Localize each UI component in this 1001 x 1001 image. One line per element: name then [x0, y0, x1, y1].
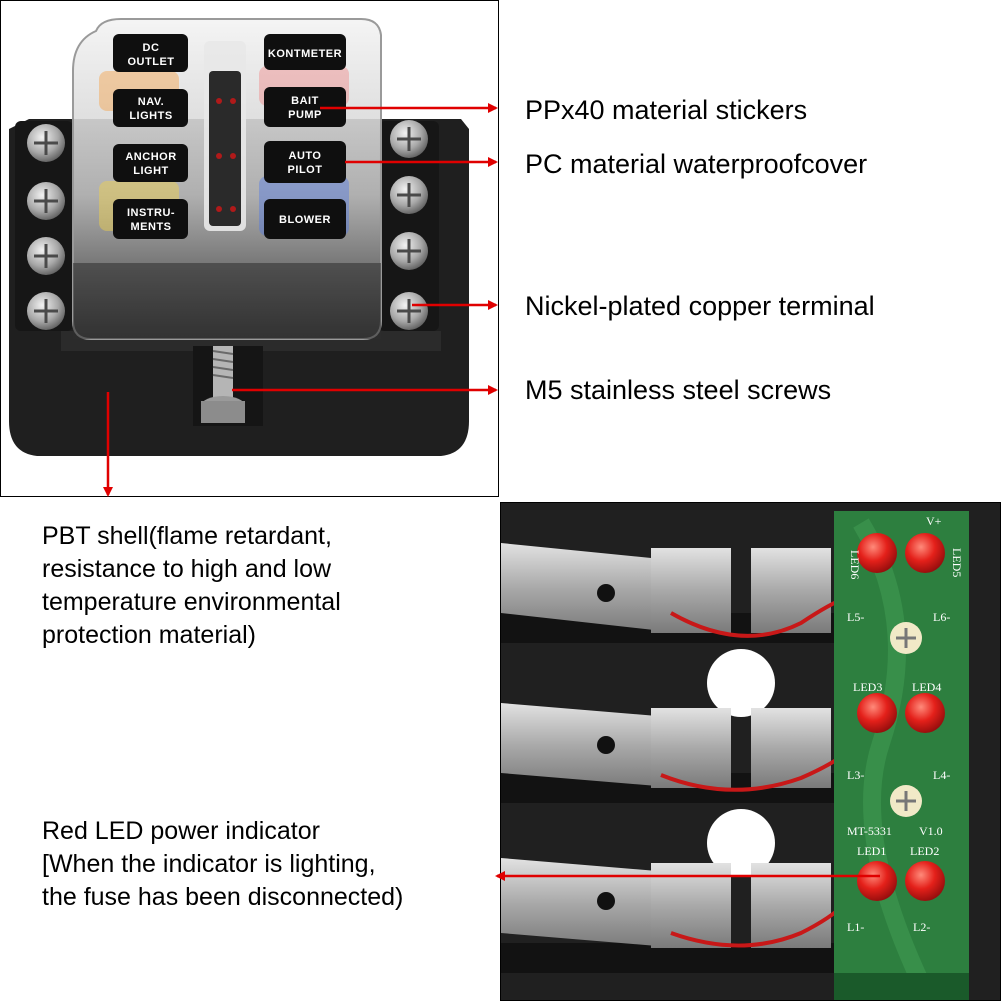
callout-shell-line4: protection material): [42, 621, 256, 649]
red-leds: [857, 533, 945, 901]
pcb-l3-tag: L3-: [847, 768, 864, 782]
callout-led: Red LED power indicator [When the indica…: [42, 815, 403, 914]
sticker-auto-pilot-line1: AUTO: [289, 150, 322, 162]
callout-shell: PBT shell(flame retardant, resistance to…: [42, 520, 341, 652]
pcb-model-label: MT-5331: [847, 824, 892, 838]
pcb-version-label: V1.0: [919, 824, 943, 838]
sticker-dc-outlet-line2: OUTLET: [128, 56, 175, 68]
pcb-l4-tag: L4-: [933, 768, 950, 782]
led-strip: [209, 71, 241, 226]
pcb-led1-tag: LED1: [857, 844, 886, 858]
led-pcb-illustration: V+ LED6 LED5 LED3 LED4 LED1 LED2 L5- L6-…: [501, 503, 1000, 1000]
led-pcb-photo: V+ LED6 LED5 LED3 LED4 LED1 LED2 L5- L6-…: [500, 502, 1001, 1001]
pcb-l2-tag: L2-: [913, 920, 930, 934]
fuse-box-photo: DC OUTLET NAV. LIGHTS ANCHOR LIGHT INSTR…: [0, 0, 499, 497]
sticker-nav-lights-line2: LIGHTS: [129, 110, 172, 122]
callout-stickers: PPx40 material stickers: [525, 95, 808, 125]
left-stickers: [113, 34, 188, 239]
callout-shell-line1: PBT shell(flame retardant,: [42, 522, 332, 550]
left-terminal-screws: [27, 124, 65, 330]
sticker-bait-pump-line1: BAIT: [291, 95, 319, 107]
sticker-kontmeter: KONTMETER: [268, 48, 342, 60]
sticker-blower: BLOWER: [279, 214, 331, 226]
pcb-led5-tag: LED5: [950, 548, 964, 577]
callout-shell-line3: temperature environmental: [42, 588, 341, 616]
pcb-led4-tag: LED4: [912, 680, 941, 694]
sticker-dc-outlet-line1: DC: [143, 42, 160, 54]
sticker-auto-pilot-line2: PILOT: [288, 164, 323, 176]
sticker-nav-lights-line1: NAV.: [138, 96, 164, 108]
callout-led-line1: Red LED power indicator: [42, 817, 320, 845]
pcb-l1-tag: L1-: [847, 920, 864, 934]
pcb-l6-tag: L6-: [933, 610, 950, 624]
sticker-anchor-light-line2: LIGHT: [133, 165, 169, 177]
callout-cover: PC material waterproofcover: [525, 149, 868, 179]
callout-screws: M5 stainless steel screws: [525, 375, 832, 405]
right-stickers: [264, 34, 346, 239]
sticker-instruments-line1: INSTRU-: [127, 207, 175, 219]
sticker-bait-pump-line2: PUMP: [288, 109, 322, 121]
pcb-led6-tag: LED6: [848, 550, 862, 579]
pcb-led3-tag: LED3: [853, 680, 882, 694]
callout-led-line2: [When the indicator is lighting,: [42, 850, 376, 878]
pcb-screws: [890, 622, 922, 817]
sticker-anchor-light-line1: ANCHOR: [125, 151, 176, 163]
sticker-instruments-line2: MENTS: [131, 221, 172, 233]
pcb-vplus-label: V+: [926, 514, 942, 528]
red-wires: [660, 596, 848, 948]
right-terminal-screws: [390, 120, 428, 330]
fuse-sticker-labels: DC OUTLET NAV. LIGHTS ANCHOR LIGHT INSTR…: [1, 1, 498, 496]
pcb-l5-tag: L5-: [847, 610, 864, 624]
callout-shell-line2: resistance to high and low: [42, 555, 332, 583]
callout-led-line3: the fuse has been disconnected): [42, 883, 404, 911]
pcb-led2-tag: LED2: [910, 844, 939, 858]
callout-terminal: Nickel-plated copper terminal: [525, 291, 875, 321]
fuse-terminals: [501, 543, 831, 948]
